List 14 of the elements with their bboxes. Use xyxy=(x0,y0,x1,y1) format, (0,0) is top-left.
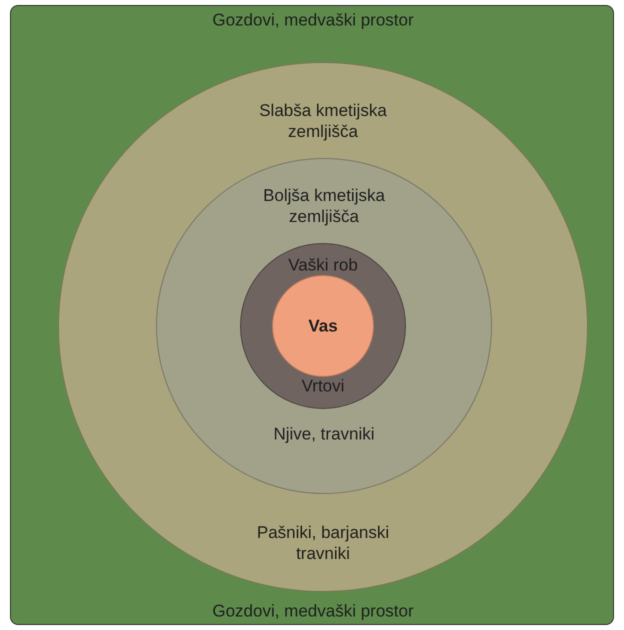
zone-label: Vaški rob xyxy=(287,254,359,276)
zone-label: Slabša kmetijska zemljišča xyxy=(258,100,388,142)
zone-label: Gozdovi, medvaški prostor xyxy=(211,10,415,30)
zone-circle xyxy=(240,243,406,409)
zone-label: Vrtovi xyxy=(300,376,346,396)
zone-label: Njive, travniki xyxy=(272,424,376,444)
zone-label: Gozdovi, medvaški prostor xyxy=(211,600,415,622)
zone-circle xyxy=(156,158,492,494)
zone-label: Pašniki, barjanski travniki xyxy=(256,522,390,564)
zone-circle xyxy=(272,275,374,377)
zone-background xyxy=(10,5,614,625)
zone-circle xyxy=(58,62,588,592)
zone-label: Vas xyxy=(307,316,339,336)
zone-label: Boljša kmetijska zemljišča xyxy=(262,185,386,227)
